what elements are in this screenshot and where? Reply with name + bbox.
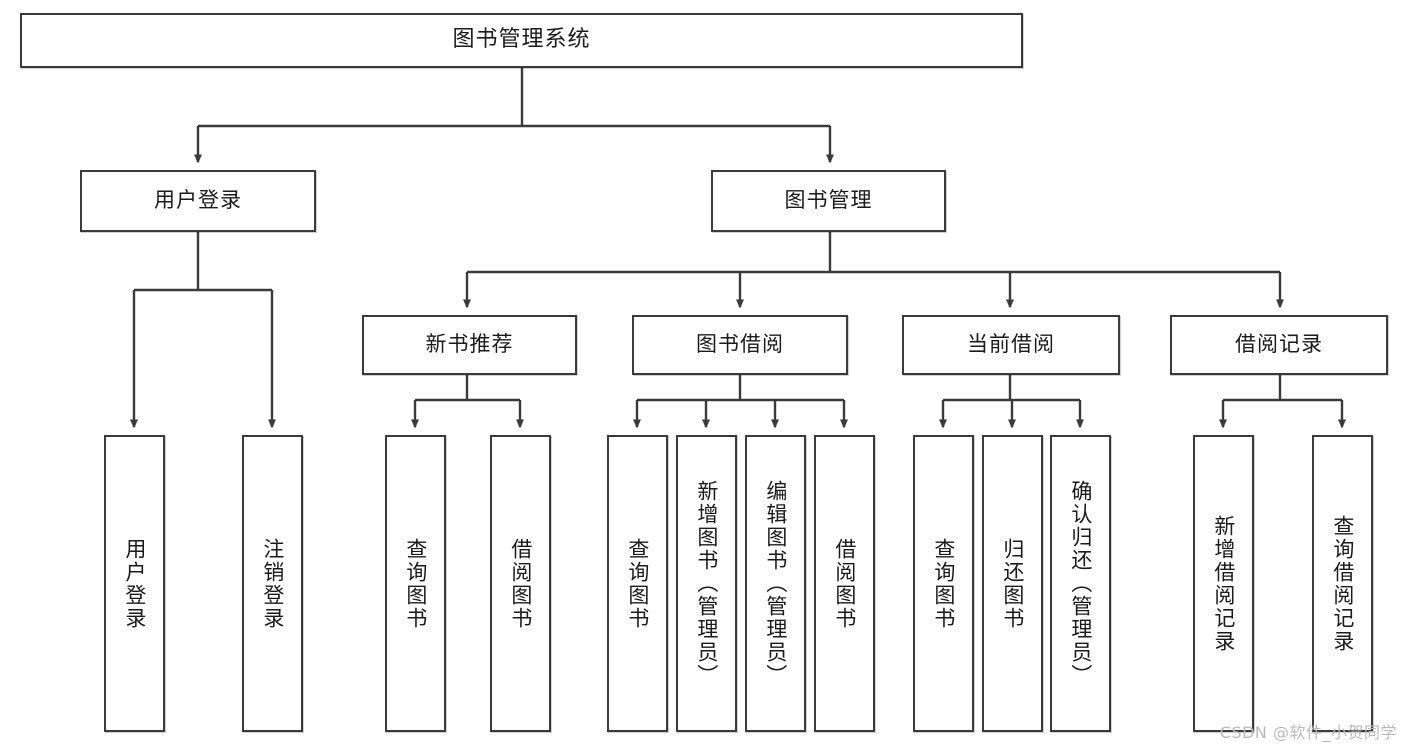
node-user-login[interactable]: 用户登录 bbox=[80, 170, 316, 232]
node-label: 图书借阅 bbox=[696, 332, 784, 357]
node-label: 新书推荐 bbox=[425, 332, 514, 357]
node-label: 查询借阅记录 bbox=[1330, 514, 1355, 653]
node-label: 归还图书 bbox=[1000, 537, 1025, 630]
leaf-borrow-book-1[interactable]: 借阅图书 bbox=[490, 435, 551, 732]
leaf-confirm-return[interactable]: 确认归还（管理员） bbox=[1050, 435, 1111, 732]
watermark-text: CSDN @软件_小贺同学 bbox=[1219, 723, 1397, 742]
node-label: 新增图书（管理员） bbox=[694, 480, 719, 687]
node-label: 借阅记录 bbox=[1235, 332, 1323, 357]
leaf-logout-login[interactable]: 注销登录 bbox=[242, 435, 303, 732]
node-book-borrow[interactable]: 图书借阅 bbox=[632, 315, 848, 375]
leaf-user-login[interactable]: 用户登录 bbox=[104, 435, 165, 732]
node-borrow-record[interactable]: 借阅记录 bbox=[1170, 315, 1388, 375]
node-root-system[interactable]: 图书管理系统 bbox=[20, 13, 1023, 68]
leaf-return-book[interactable]: 归还图书 bbox=[982, 435, 1043, 732]
node-label: 图书管理 bbox=[784, 188, 873, 213]
leaf-query-book-3[interactable]: 查询图书 bbox=[913, 435, 974, 732]
node-label: 查询图书 bbox=[403, 537, 428, 630]
node-book-manage[interactable]: 图书管理 bbox=[711, 170, 946, 232]
node-label: 新增借阅记录 bbox=[1211, 514, 1236, 653]
leaf-add-borrow-record[interactable]: 新增借阅记录 bbox=[1193, 435, 1254, 732]
node-label: 查询图书 bbox=[931, 537, 956, 630]
node-label: 用户登录 bbox=[154, 188, 242, 213]
node-current-borrow[interactable]: 当前借阅 bbox=[902, 315, 1120, 375]
node-label: 编辑图书（管理员） bbox=[763, 480, 788, 687]
node-new-book-recommend[interactable]: 新书推荐 bbox=[362, 315, 577, 375]
leaf-query-book-1[interactable]: 查询图书 bbox=[385, 435, 446, 732]
node-label: 借阅图书 bbox=[832, 537, 857, 630]
node-label: 图书管理系统 bbox=[452, 27, 591, 53]
node-label: 注销登录 bbox=[260, 537, 285, 630]
node-label: 当前借阅 bbox=[967, 332, 1055, 357]
node-label: 借阅图书 bbox=[508, 537, 533, 630]
node-label: 确认归还（管理员） bbox=[1068, 480, 1093, 687]
leaf-edit-book[interactable]: 编辑图书（管理员） bbox=[745, 435, 806, 732]
leaf-query-borrow-record[interactable]: 查询借阅记录 bbox=[1312, 435, 1373, 732]
node-label: 用户登录 bbox=[122, 537, 147, 630]
leaf-add-book[interactable]: 新增图书（管理员） bbox=[676, 435, 737, 732]
leaf-borrow-book-2[interactable]: 借阅图书 bbox=[814, 435, 875, 732]
node-label: 查询图书 bbox=[625, 537, 650, 630]
leaf-query-book-2[interactable]: 查询图书 bbox=[607, 435, 668, 732]
